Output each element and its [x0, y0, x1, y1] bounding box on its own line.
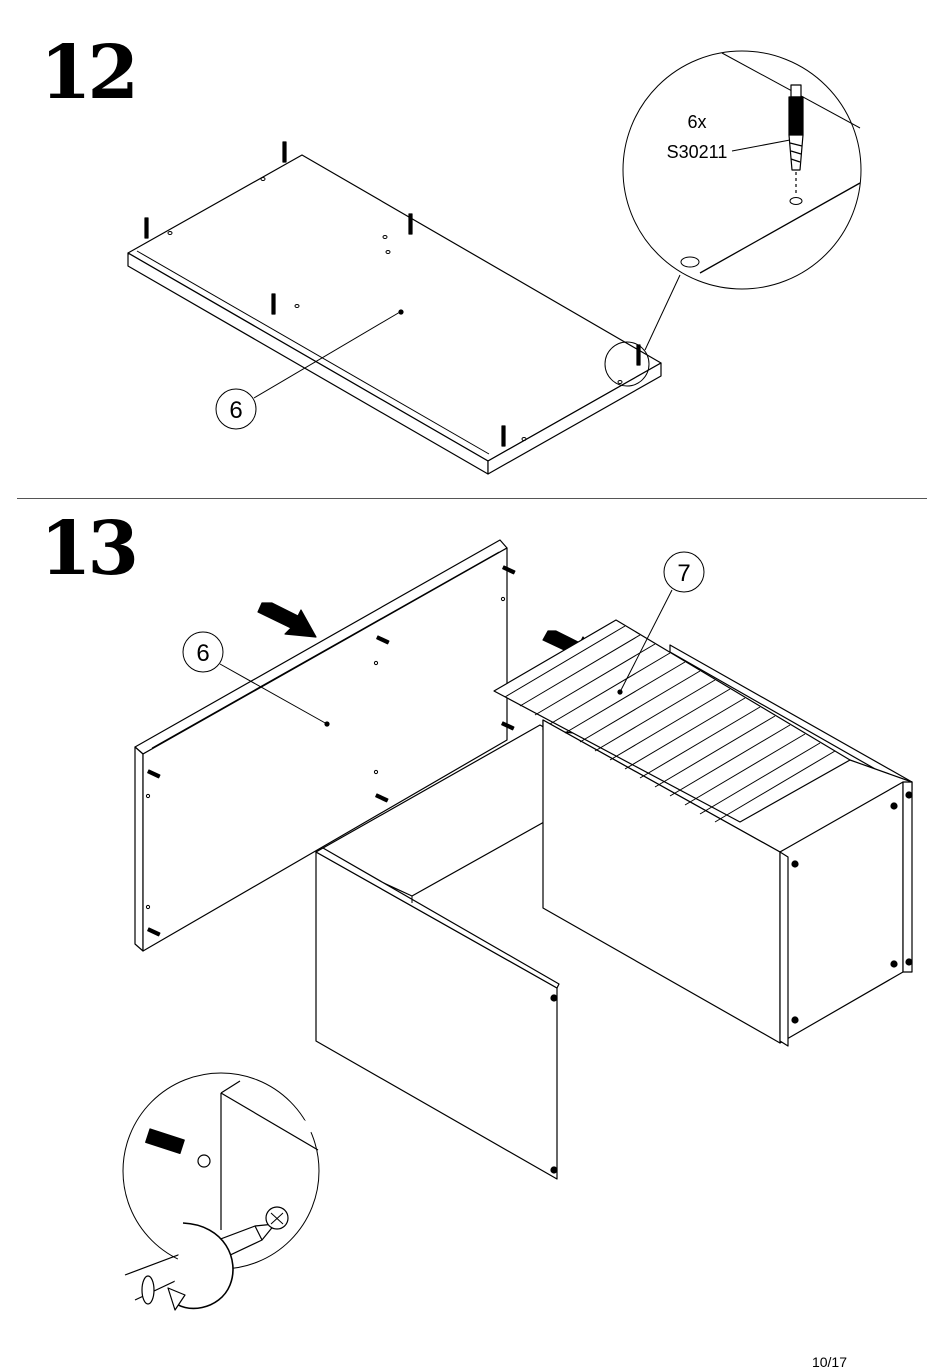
part-code: S30211	[667, 142, 728, 162]
part-quantity: 6x	[687, 112, 706, 132]
rotate-arrow-icon	[168, 1223, 233, 1310]
dowel-icon-small	[146, 1129, 210, 1167]
callout-7: 7	[677, 560, 690, 587]
push-arrow-icon	[258, 603, 316, 637]
page-number: 10/17	[812, 1354, 847, 1370]
zoom-detail-circle	[623, 51, 861, 289]
callout-6-step12: 6	[229, 397, 242, 424]
callout-6-step13: 6	[196, 640, 209, 667]
dowel-icon	[789, 85, 803, 195]
step12-panel	[128, 155, 661, 474]
screw-detail	[123, 1073, 319, 1310]
